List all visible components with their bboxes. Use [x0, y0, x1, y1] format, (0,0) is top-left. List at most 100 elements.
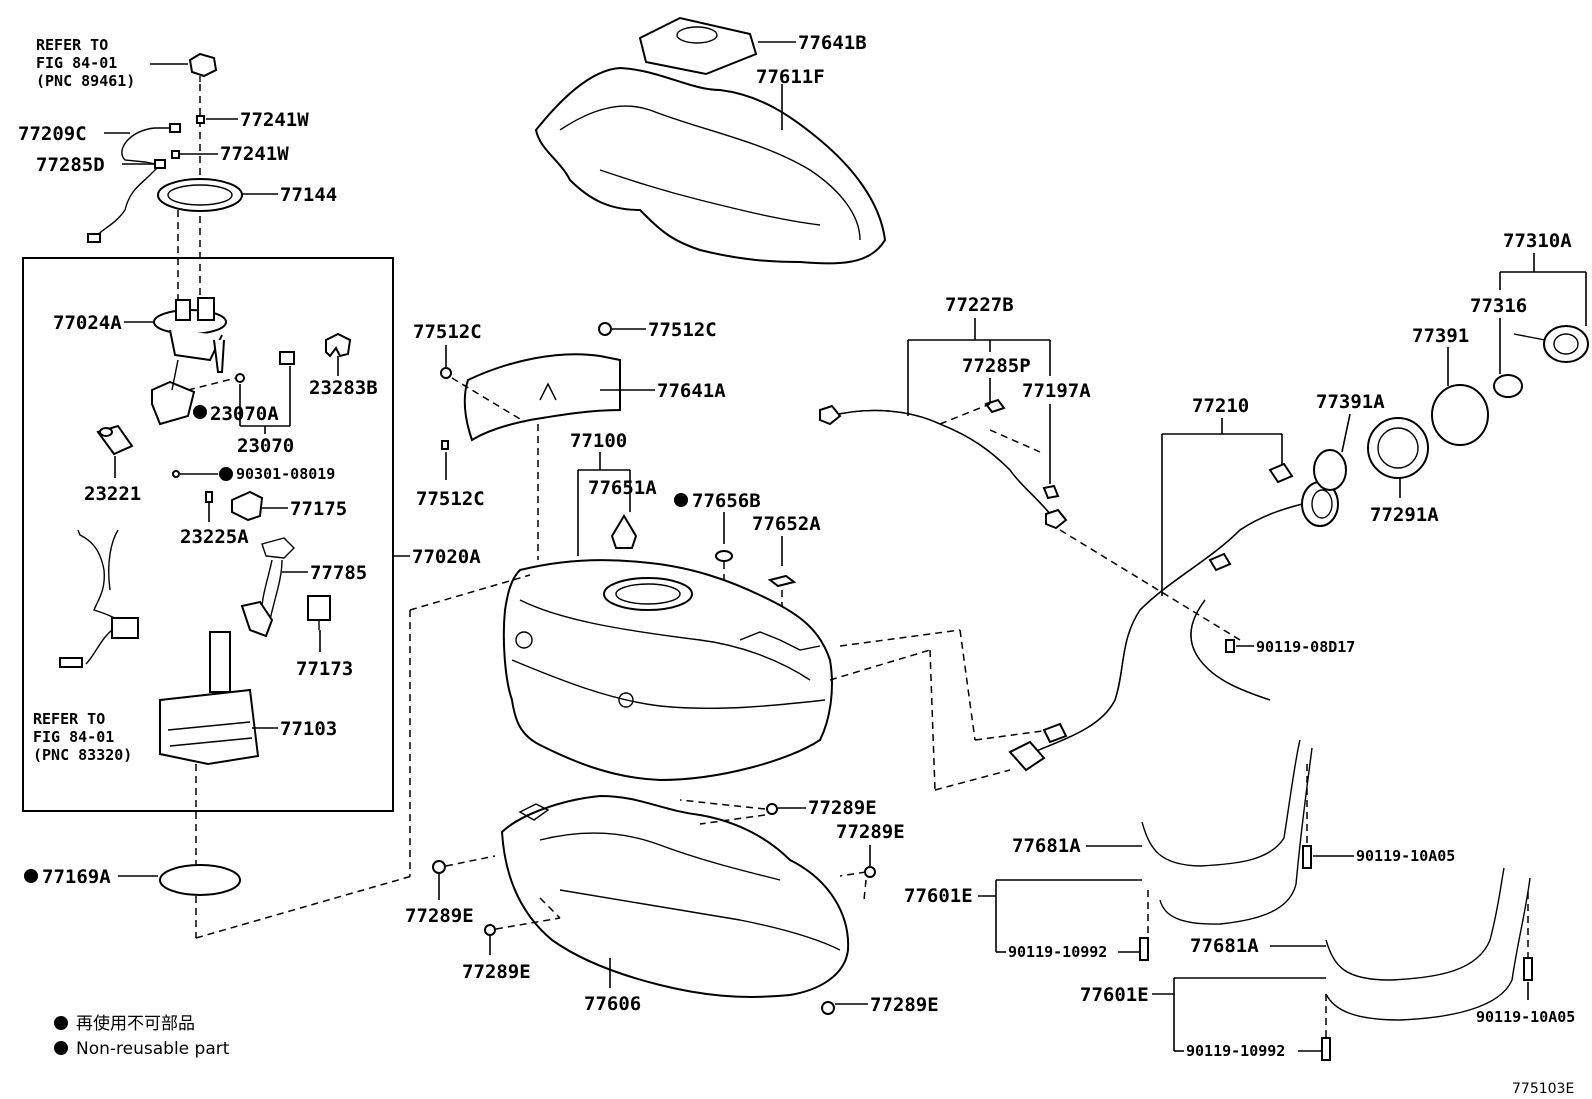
grommet-77656B: [715, 550, 733, 562]
callout-77611F: 77611F: [756, 66, 825, 88]
callout-77289E-a: 77289E: [808, 797, 877, 819]
fuel-sender-sensor: [188, 52, 218, 82]
legend-japanese-text: 再使用不可部品: [76, 1013, 195, 1034]
fuel-tank-77100: [502, 559, 833, 782]
refer-note-bottom-line2: FIG 84-01: [33, 728, 114, 746]
wire-harness-77785: [240, 537, 295, 638]
callout-77289E-e: 77289E: [870, 994, 939, 1016]
callout-23070A: 23070A: [210, 403, 279, 425]
callout-90301-08019: 90301-08019: [236, 465, 335, 483]
callout-77241W-a: 77241W: [240, 109, 309, 131]
clip-77241W-b: [171, 150, 180, 159]
pump-assembly-group-box: [22, 257, 394, 812]
clip-77512C-c: [441, 440, 449, 450]
figure-code: 775103E: [1512, 1081, 1574, 1097]
fuel-tube-77227B: [819, 398, 1068, 530]
callout-77289E-d: 77289E: [462, 961, 531, 983]
callout-77289E-b: 77289E: [836, 821, 905, 843]
callout-77681A-a: 77681A: [1012, 835, 1081, 857]
callout-77641A: 77641A: [657, 380, 726, 402]
callout-77169A: 77169A: [42, 866, 111, 888]
non-reusable-marker-77656B: [674, 493, 688, 507]
callout-77652A: 77652A: [752, 513, 821, 535]
callout-77681A-b: 77681A: [1190, 935, 1259, 957]
pad-77652A: [767, 574, 797, 588]
callout-77241W-b: 77241W: [220, 143, 289, 165]
clip-23283B: [325, 332, 352, 358]
fuel-cap-77310A: [1493, 325, 1589, 398]
retainer-ring-77144: [157, 178, 243, 212]
non-reusable-marker-90301-08019: [219, 467, 233, 481]
bolt-90119-10992-b: [1321, 1037, 1331, 1061]
refer-note-top-line3: (PNC 89461): [36, 72, 135, 90]
callout-23221: 23221: [84, 483, 141, 505]
non-reusable-marker-23070A: [193, 405, 207, 419]
callout-77173: 77173: [296, 658, 353, 680]
callout-77316: 77316: [1470, 295, 1527, 317]
clip-77512C-a: [440, 367, 452, 379]
refer-note-top-line1: REFER TO: [36, 36, 108, 54]
callout-77197A: 77197A: [1022, 380, 1091, 402]
non-reusable-marker-77169A: [24, 869, 38, 883]
strap-77681A-upper: [1141, 739, 1313, 925]
callout-77285D: 77285D: [36, 154, 105, 176]
strap-77681A-lower: [1325, 867, 1531, 1021]
callout-77785: 77785: [310, 562, 367, 584]
heat-shield-77641A: [463, 353, 621, 442]
callout-77100: 77100: [570, 430, 627, 452]
gasket-77391: [1431, 384, 1489, 446]
legend-english-text: Non-reusable part: [76, 1039, 230, 1059]
clip-77241W-a: [196, 115, 205, 124]
callout-77227B: 77227B: [945, 294, 1014, 316]
clip-77289E-d: [484, 924, 496, 936]
callout-90119-10A05-b: 90119-10A05: [1476, 1008, 1575, 1026]
callout-77289E-c: 77289E: [405, 905, 474, 927]
clip-77289E-b: [864, 866, 876, 878]
clip-77289E-a: [766, 803, 778, 815]
clip-77289E-e: [821, 1001, 835, 1015]
callout-90119-08D17: 90119-08D17: [1256, 638, 1355, 656]
callout-77512C-b: 77512C: [648, 319, 717, 341]
filter-23070: [235, 351, 295, 383]
refer-note-bottom-line3: (PNC 83320): [33, 746, 132, 764]
callout-77606: 77606: [584, 993, 641, 1015]
legend-marker-english: [54, 1041, 68, 1055]
callout-77512C-c: 77512C: [416, 488, 485, 510]
callout-23070: 23070: [237, 435, 294, 457]
callout-77651A: 77651A: [588, 477, 657, 499]
fuel-pump-23221: [96, 424, 134, 456]
filler-opening-77291A: [1367, 417, 1429, 479]
gasket-77391A: [1313, 449, 1347, 491]
heat-shield-77611F: [534, 66, 887, 265]
callout-90119-10992-a: 90119-10992: [1008, 943, 1107, 961]
wire-harness-left: [59, 529, 139, 668]
bolt-90119-10992-a: [1139, 937, 1149, 961]
callout-77144: 77144: [280, 184, 337, 206]
callout-77209C: 77209C: [18, 123, 87, 145]
callout-90119-10A05-a: 90119-10A05: [1356, 847, 1455, 865]
callout-90119-10992-b: 90119-10992: [1186, 1042, 1285, 1060]
bolt-90119-08D17: [1225, 639, 1235, 653]
legend-marker-japanese: [54, 1016, 68, 1030]
clip-77289E-c: [432, 860, 446, 874]
tank-protector-77606: [500, 794, 850, 998]
clip-77512C-b: [598, 322, 612, 336]
refer-note-top-line2: FIG 84-01: [36, 54, 117, 72]
pump-module-77103: [159, 631, 260, 766]
callout-77512C-a: 77512C: [413, 321, 482, 343]
refer-note-bottom-line1: REFER TO: [33, 710, 105, 728]
callout-77020A: 77020A: [412, 546, 481, 568]
filler-pipe-77210: [1008, 462, 1339, 772]
bolt-90119-10A05-b: [1523, 957, 1533, 981]
callout-77310A: 77310A: [1503, 230, 1572, 252]
callout-77601E-a: 77601E: [904, 885, 973, 907]
fuel-pump-bracket-77024A: [151, 297, 227, 426]
callout-23225A: 23225A: [180, 526, 249, 548]
callout-77210: 77210: [1192, 395, 1249, 417]
pad-77651A: [610, 514, 638, 549]
callout-77175: 77175: [290, 498, 347, 520]
callout-23283B: 23283B: [309, 377, 378, 399]
callout-77641B: 77641B: [798, 32, 867, 54]
